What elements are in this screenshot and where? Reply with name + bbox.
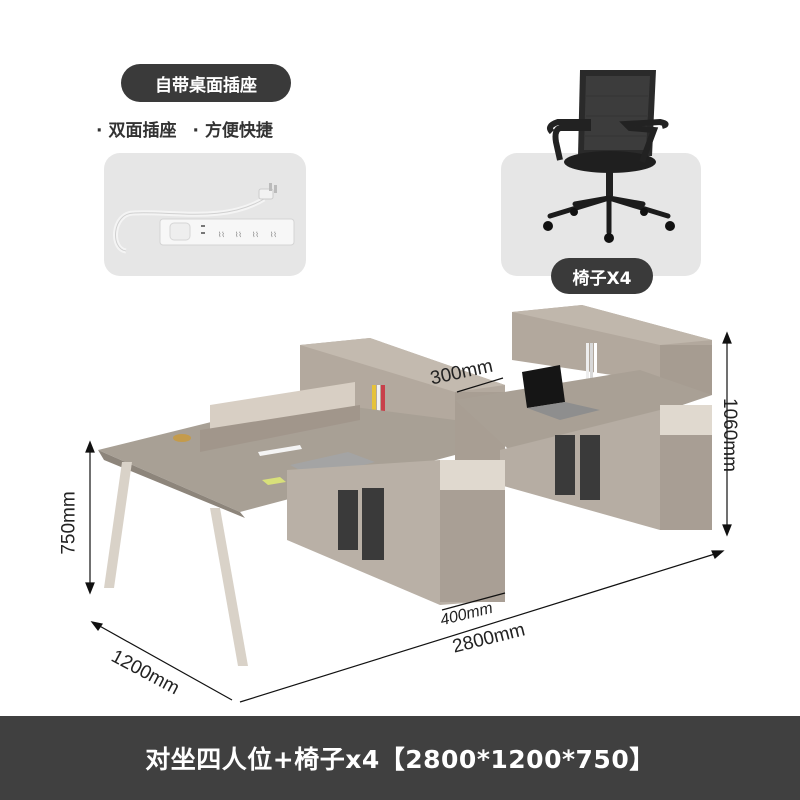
desk-height-label: 750mm <box>58 491 80 555</box>
feature-label: 方便快捷 <box>204 121 273 141</box>
feature-item: ·方便快捷 <box>192 116 272 141</box>
desk-socket-badge: 自带桌面插座 <box>121 64 291 102</box>
product-title-banner: 对坐四人位+椅子x4【2800*1200*750】 <box>0 716 800 800</box>
feature-list: ·双面插座 ·方便快捷 <box>96 116 273 141</box>
feature-label: 双面插座 <box>108 121 177 141</box>
chair-quantity-badge: 椅子X4 <box>551 258 653 294</box>
svg-text:⌇⌇: ⌇⌇ <box>270 231 277 239</box>
feature-item: ·双面插座 <box>96 116 176 141</box>
bullet-icon: · <box>192 121 199 141</box>
cabinet-height-label: 1060mm <box>718 398 740 472</box>
svg-text:⌇⌇: ⌇⌇ <box>218 231 225 239</box>
svg-text:⌇⌇: ⌇⌇ <box>252 231 259 239</box>
power-strip-card: ⌇⌇ ⌇⌇ ⌇⌇ ⌇⌇ <box>104 153 306 276</box>
workstation-desk-illustration <box>85 305 732 703</box>
power-strip-icon: ⌇⌇ ⌇⌇ ⌇⌇ ⌇⌇ <box>113 183 295 254</box>
office-chair-icon <box>543 70 675 243</box>
bullet-icon: · <box>96 121 103 141</box>
svg-text:⌇⌇: ⌇⌇ <box>235 231 242 239</box>
